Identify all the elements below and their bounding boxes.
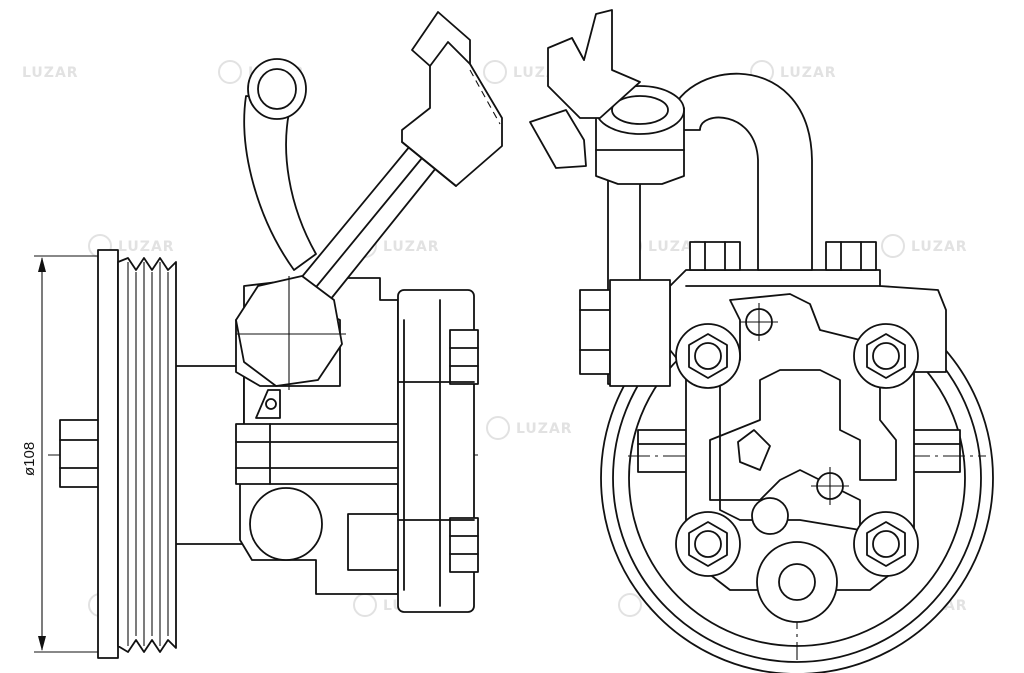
pulley-hub <box>171 365 245 545</box>
hex-bolt-icon <box>688 333 728 379</box>
watermark-logo-icon <box>618 593 642 617</box>
watermark-logo-icon <box>486 416 510 440</box>
watermark-text: LUZAR <box>22 65 79 81</box>
lower-block-side <box>347 513 401 571</box>
inlet-pipe-bore <box>257 68 297 110</box>
pin-hole <box>265 398 277 410</box>
pipe-clamp-rear <box>579 289 611 375</box>
pulley-flange <box>97 249 119 659</box>
corner-bolt-bottom-left <box>675 511 741 577</box>
top-bolt-right <box>825 241 877 271</box>
bolt-thread <box>694 530 722 558</box>
bolt-thread <box>872 530 900 558</box>
watermark-text: LUZAR <box>383 239 440 255</box>
watermark-text: LUZAR <box>911 239 968 255</box>
fitting-head-bore <box>611 95 669 125</box>
hex-bolt-icon <box>866 333 906 379</box>
bottom-port-inner <box>778 563 816 601</box>
corner-bolt-top-left <box>675 323 741 389</box>
pulley-grooves <box>117 257 177 653</box>
watermark-logo-icon <box>218 60 242 84</box>
pulley-side <box>97 249 177 659</box>
outlet-pipe-side <box>295 145 437 301</box>
shaft-housing <box>235 423 405 485</box>
outlet-bracket-slot <box>429 41 471 67</box>
corner-bolt-top-right <box>853 323 919 389</box>
bolt-thread <box>694 342 722 370</box>
dowel-hole-lower <box>811 467 849 505</box>
bolt-head <box>449 329 479 385</box>
internal-port <box>737 429 771 471</box>
inlet-pipe-side <box>243 95 317 271</box>
hex-bolt-icon <box>688 521 728 567</box>
mount-ear-left <box>637 429 693 473</box>
corner-bolt-bottom-right <box>853 511 919 577</box>
dimension-arrow-bottom <box>38 636 46 651</box>
outlet-pipe-line <box>311 157 423 293</box>
watermark-logo-icon <box>881 234 905 258</box>
dimension-arrow-top <box>38 257 46 272</box>
watermark: LUZAR <box>881 234 968 258</box>
watermark-text: LUZAR <box>516 421 573 437</box>
outlet-bracket-edge <box>401 141 457 187</box>
u-bend-pipe-rear <box>667 72 813 271</box>
flange-bolt-side <box>449 517 479 573</box>
watermark-logo-icon <box>353 593 377 617</box>
bolt-head <box>825 241 877 271</box>
shaft-end <box>59 419 101 488</box>
mount-ear-right <box>905 429 961 473</box>
boss-side <box>249 487 323 561</box>
bolt-thread <box>872 342 900 370</box>
bolt-head <box>449 517 479 573</box>
dimension-label: ø108 <box>21 442 38 476</box>
hex-bolt-icon <box>866 521 906 567</box>
top-bolt-left <box>689 241 741 271</box>
rear-view <box>529 9 994 673</box>
pipe-collar-rear <box>609 279 671 387</box>
watermark-text: LUZAR <box>780 65 837 81</box>
watermark: LUZAR <box>22 65 79 81</box>
watermark-logo-icon <box>483 60 507 84</box>
watermark-text: LUZAR <box>118 239 175 255</box>
bracket-tab-rear <box>529 109 587 169</box>
outlet-bracket-hidden <box>469 69 501 125</box>
flange-bolt-side <box>449 329 479 385</box>
diameter-dimension: ø108 <box>21 255 100 653</box>
bolt-head <box>689 241 741 271</box>
bracket-slot <box>571 37 585 61</box>
side-view <box>48 11 503 659</box>
watermark: LUZAR <box>486 416 573 440</box>
dowel-hole-upper <box>740 303 778 341</box>
small-boss <box>751 497 789 535</box>
